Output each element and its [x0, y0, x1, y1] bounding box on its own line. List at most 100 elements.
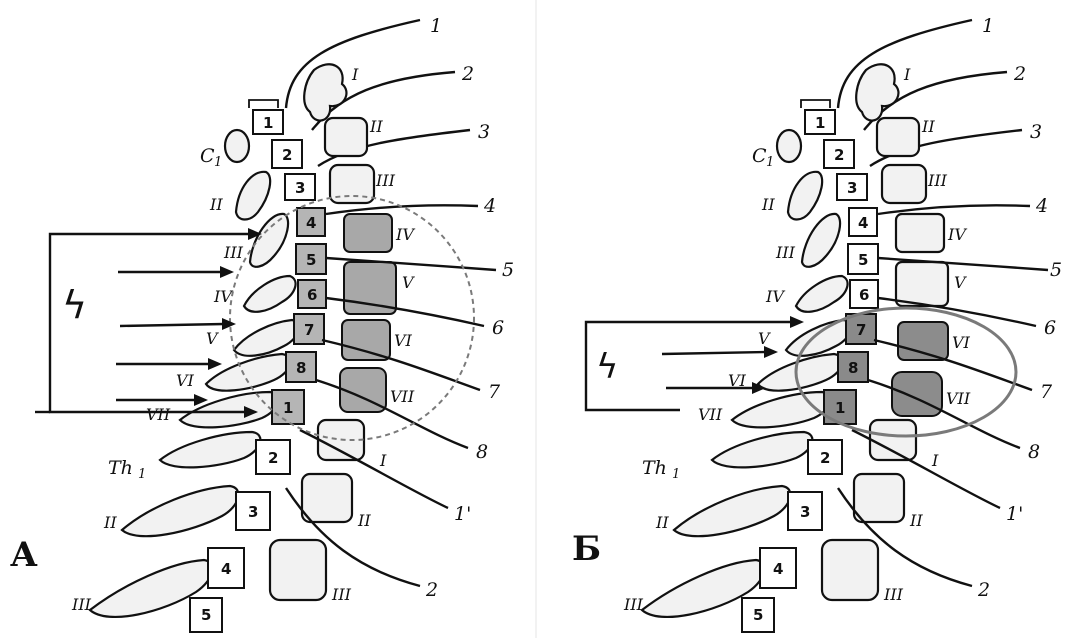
- c1-sub: 1: [214, 155, 222, 170]
- segment-label: 8: [848, 359, 858, 377]
- segment-label: 2: [820, 449, 830, 467]
- ganglion-label-th-III: III: [331, 585, 352, 604]
- bracket-top: [801, 100, 830, 108]
- panel-letter-a: А: [10, 535, 38, 575]
- right-label-2b: 2: [425, 579, 438, 601]
- process-label-VI: VI: [176, 371, 195, 390]
- process-II-thoracic: [674, 486, 790, 536]
- process-II: [236, 172, 270, 220]
- ganglion-th-III: [822, 540, 878, 600]
- ganglion-label-VI: VI: [394, 331, 413, 350]
- ganglion-label-VII: VII: [946, 389, 971, 408]
- process-label-II-th: II: [655, 513, 669, 532]
- ganglion-III: [882, 165, 926, 203]
- ganglion-I: [304, 64, 346, 120]
- process-th1: [712, 432, 812, 467]
- right-label-1: 1: [430, 15, 442, 37]
- right-label-3: 3: [1030, 121, 1042, 143]
- segment-label: 5: [858, 251, 868, 269]
- segment-label: 1: [835, 399, 845, 417]
- ganglion-VII: [892, 372, 942, 416]
- process-label-II: II: [761, 195, 775, 214]
- ganglion-V: [896, 262, 948, 306]
- lightning-icon: ϟ: [596, 347, 618, 387]
- segment-label: 2: [834, 146, 844, 164]
- ganglion-label-III: III: [375, 171, 396, 190]
- ganglion-label-th-III: III: [883, 585, 904, 604]
- process-III: [802, 214, 840, 267]
- c1-oval: [225, 130, 249, 162]
- ganglion-label-IV: IV: [395, 225, 415, 244]
- ganglion-th-II: [302, 474, 352, 522]
- ganglion-II: [877, 118, 919, 156]
- process-label-VII: VII: [146, 405, 171, 424]
- process-IV: [244, 276, 296, 312]
- process-label-V: V: [758, 329, 771, 348]
- segment-label: 2: [268, 449, 278, 467]
- process-VI: [758, 354, 842, 391]
- ganglion-label-th-I: I: [931, 451, 939, 470]
- segment-label: 4: [858, 214, 868, 232]
- segment-label: 4: [306, 214, 316, 232]
- arrow-head: [764, 346, 778, 358]
- segment-label: 8: [296, 359, 306, 377]
- segment-label: 3: [248, 503, 258, 521]
- process-label-V: V: [206, 329, 219, 348]
- arrow: [120, 324, 224, 326]
- ganglion-label-II: II: [921, 117, 935, 136]
- ganglion-I: [856, 64, 898, 120]
- ganglion-VI: [342, 320, 390, 360]
- right-label-1prime: 1': [1006, 503, 1023, 525]
- segment-label: 1: [283, 399, 293, 417]
- process-label-IV: IV: [765, 287, 785, 306]
- th1-sub: 1: [138, 467, 146, 482]
- th1-label: Th: [108, 457, 133, 479]
- right-label-1prime: 1': [454, 503, 471, 525]
- ganglion-th-III: [270, 540, 326, 600]
- ganglion-label-V: V: [402, 273, 415, 292]
- process-label-II-th: II: [103, 513, 117, 532]
- process-label-III: III: [223, 243, 244, 262]
- ganglion-label-I: I: [351, 65, 359, 84]
- ganglion-label-III: III: [927, 171, 948, 190]
- ganglion-th-II: [854, 474, 904, 522]
- segment-label: 5: [753, 606, 763, 624]
- segment-label: 4: [221, 560, 231, 578]
- right-label-4: 4: [483, 195, 496, 217]
- process-label-III-th: III: [623, 595, 644, 614]
- c1-label: C: [200, 145, 215, 167]
- panel-a: C 1 II III IV V VI VII Th 1 II III 1 2 3: [10, 15, 514, 632]
- process-II: [788, 172, 822, 220]
- arrow-head: [790, 316, 804, 328]
- process-V: [234, 320, 299, 356]
- right-label-8: 8: [1028, 441, 1040, 463]
- panel-b: C 1 II III IV V VI VII Th 1 II III 1 2 3…: [572, 15, 1062, 632]
- process-II-thoracic: [122, 486, 238, 536]
- ganglion-label-V: V: [954, 273, 967, 292]
- segment-label: 1: [815, 114, 825, 132]
- segment-label: 3: [800, 503, 810, 521]
- bracket-top: [249, 100, 278, 108]
- nerve-line-4: [878, 205, 1030, 214]
- ganglion-VI: [898, 322, 948, 360]
- ganglion-IV: [344, 214, 392, 252]
- ganglion-II: [325, 118, 367, 156]
- ganglion-th-I: [870, 420, 916, 460]
- process-th1: [160, 432, 260, 467]
- c1-label: C: [752, 145, 767, 167]
- right-label-2b: 2: [977, 579, 990, 601]
- arrow-head: [194, 394, 208, 406]
- segment-label: 2: [282, 146, 292, 164]
- c1-oval: [777, 130, 801, 162]
- right-label-1: 1: [982, 15, 994, 37]
- segment-label: 6: [307, 286, 317, 304]
- right-label-6: 6: [1044, 317, 1056, 339]
- ganglion-label-th-I: I: [379, 451, 387, 470]
- process-VI: [206, 354, 290, 391]
- ganglion-label-II: II: [369, 117, 383, 136]
- segment-label: 4: [773, 560, 783, 578]
- right-label-5: 5: [502, 259, 514, 281]
- right-label-2: 2: [461, 63, 474, 85]
- segment-label: 6: [859, 286, 869, 304]
